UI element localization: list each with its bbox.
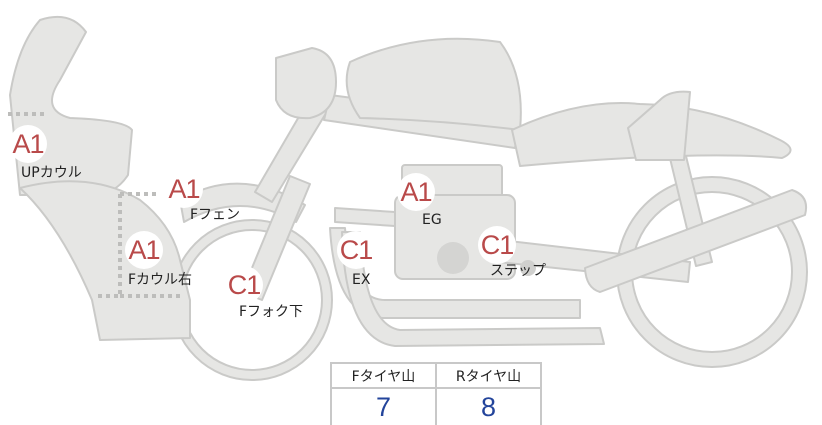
- exhaust-pipe-lower: [341, 231, 605, 347]
- grade-marker-engine: A1: [397, 173, 435, 211]
- f-cowl-boundary: [94, 192, 180, 298]
- rear-tire-tread-value: 8: [435, 387, 542, 425]
- grade-marker-up-cowl: A1: [9, 125, 47, 163]
- grade-marker-exhaust: C1: [337, 231, 375, 269]
- tread-value-row: 7 8: [330, 387, 542, 425]
- front-tire-tread-value: 7: [330, 387, 437, 425]
- step-peg: [520, 260, 536, 276]
- frame-downtube: [334, 207, 396, 227]
- grade-marker-step: C1: [478, 226, 516, 264]
- part-label-f-fork-lower: Fフォク下: [239, 304, 304, 320]
- side-cowl: [19, 180, 191, 341]
- rear-fender: [584, 189, 808, 293]
- grade-marker-f-cowl-right: A1: [125, 231, 163, 269]
- grade-marker-f-fender: A1: [165, 170, 203, 208]
- part-label-exhaust: EX: [352, 272, 371, 288]
- part-label-f-cowl-right: Fカウル右: [128, 272, 193, 288]
- engine-cover: [437, 242, 469, 274]
- fuel-tank: [345, 37, 522, 131]
- part-label-engine: EG: [422, 212, 442, 228]
- tread-header-row: Fタイヤ山 Rタイヤ山: [330, 362, 542, 389]
- front-tire-tread-header: Fタイヤ山: [330, 362, 437, 389]
- rear-tire-tread-header: Rタイヤ山: [435, 362, 542, 389]
- headlight: [275, 47, 337, 120]
- part-label-f-fender: Fフェン: [190, 207, 241, 223]
- part-label-up-cowl: UPカウル: [21, 165, 82, 181]
- tire-tread-table: Fタイヤ山 Rタイヤ山 7 8: [330, 362, 542, 425]
- front-fork: [241, 175, 311, 301]
- tail-section: [627, 90, 691, 161]
- part-label-step: ステップ: [490, 263, 546, 279]
- grade-marker-f-fork-lower: C1: [225, 266, 263, 304]
